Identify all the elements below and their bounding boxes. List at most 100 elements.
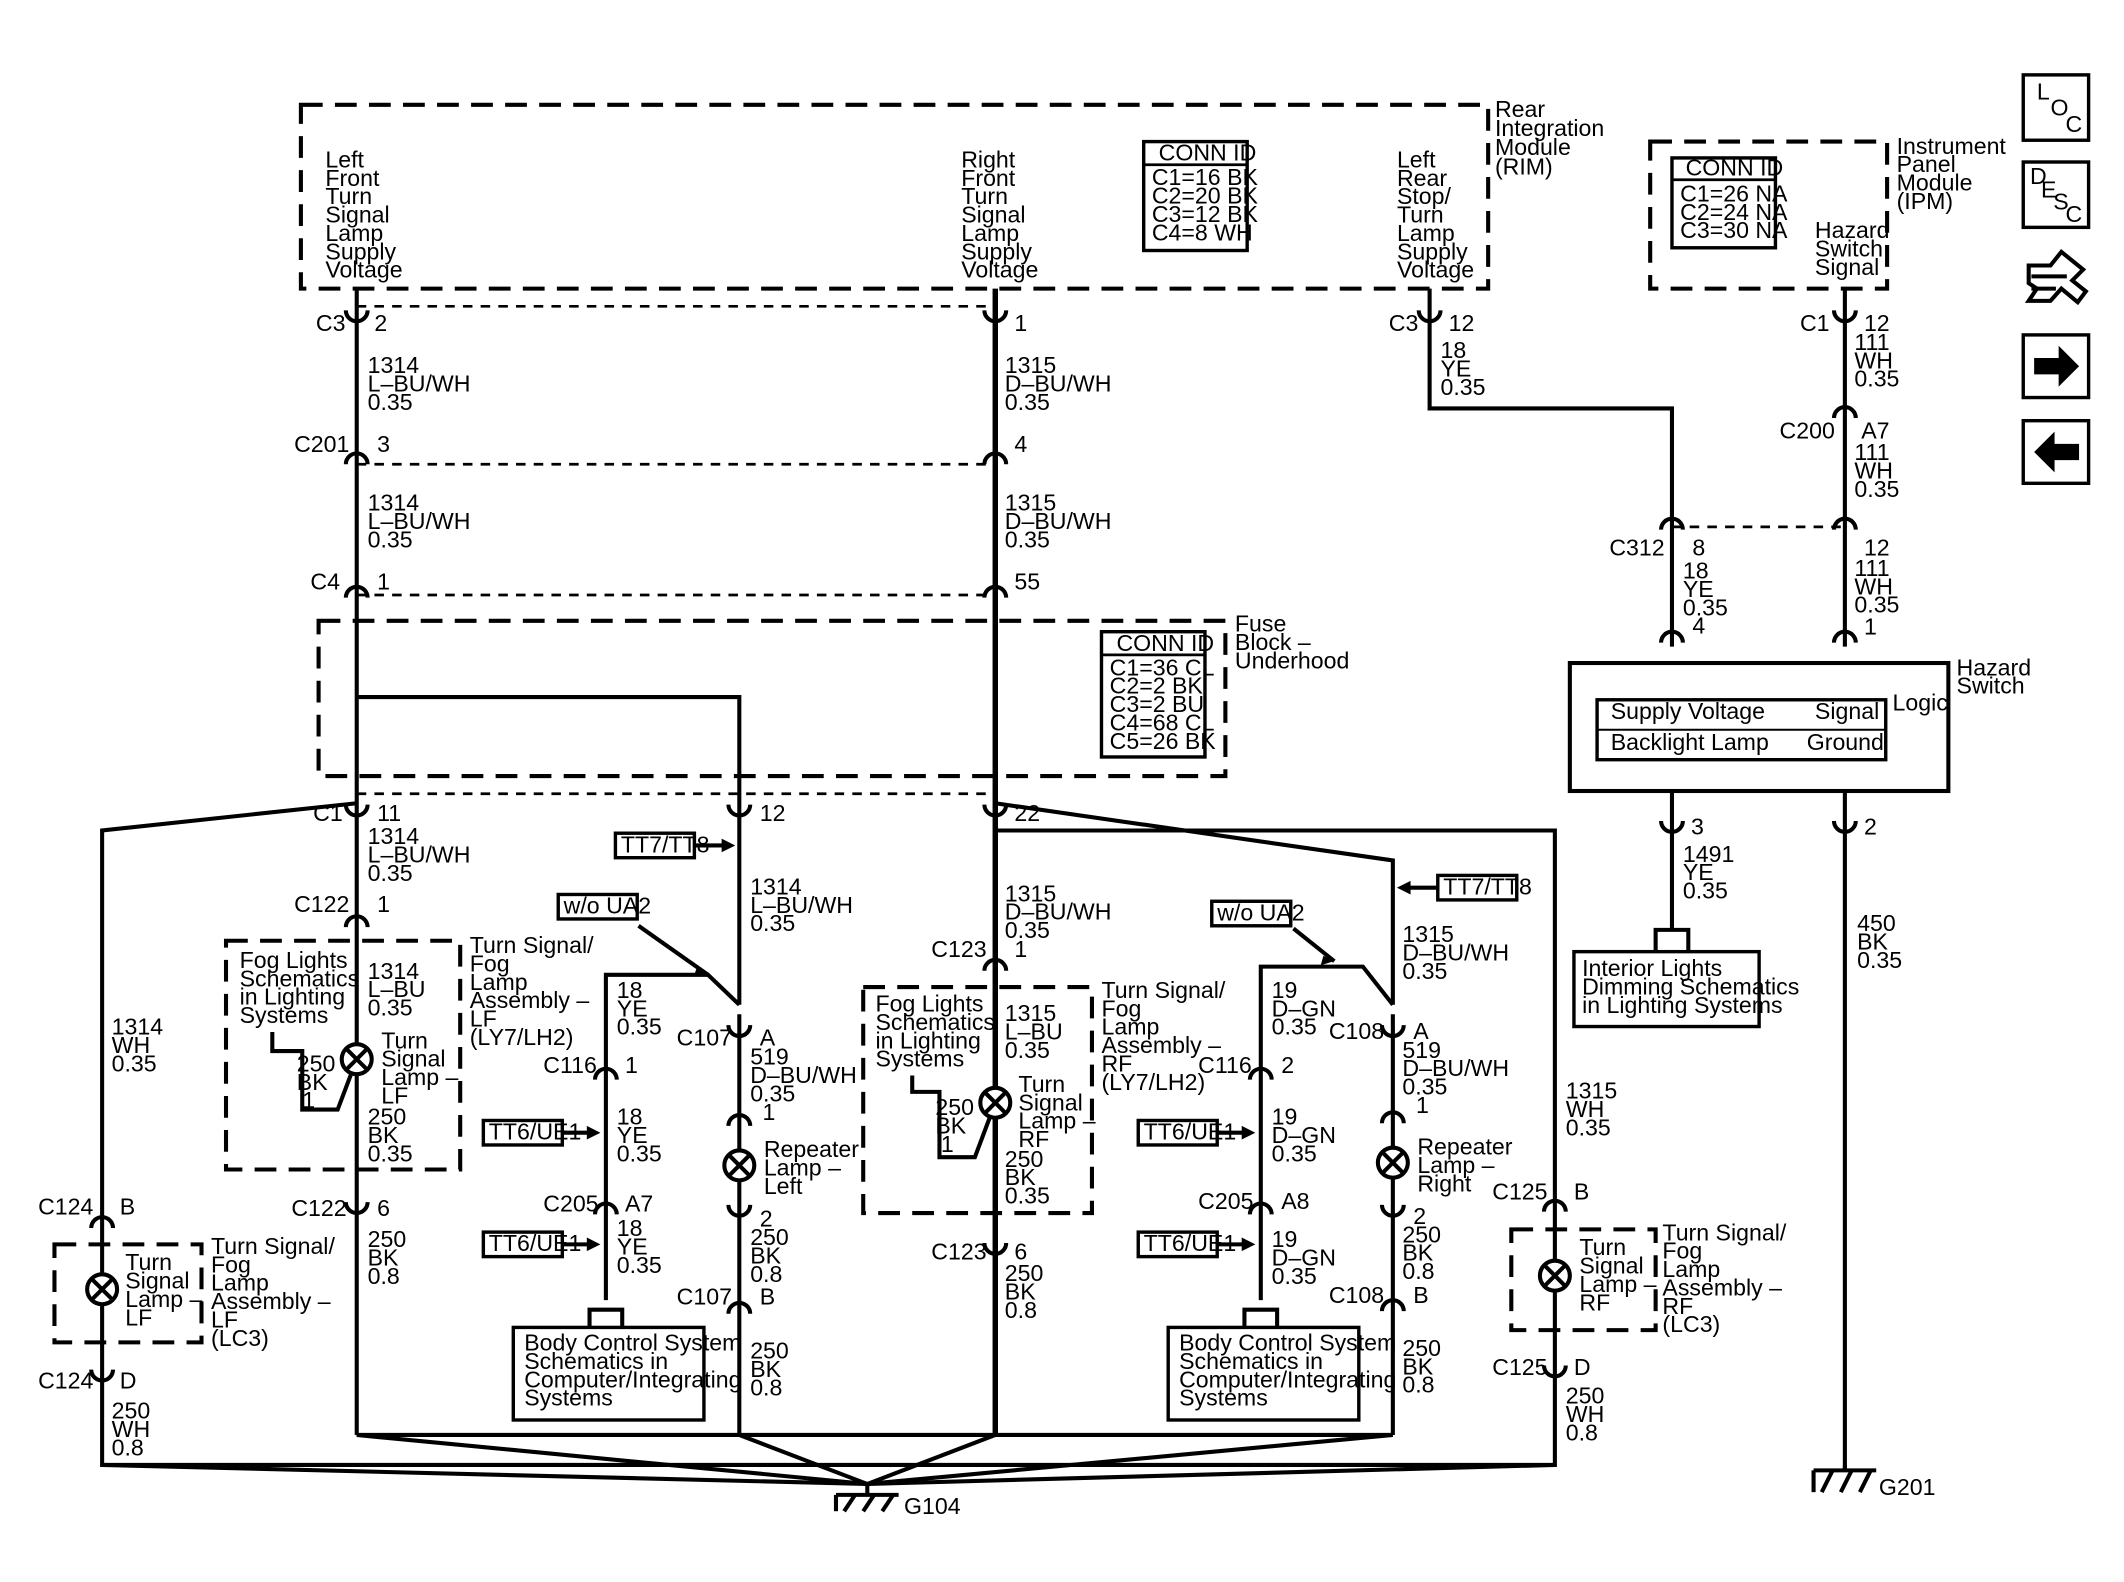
svg-text:w/o UA2: w/o UA2 xyxy=(563,893,651,919)
svg-text:C: C xyxy=(2065,111,2082,137)
svg-text:C107: C107 xyxy=(677,1283,732,1309)
svg-text:C116: C116 xyxy=(543,1052,597,1078)
svg-text:C108: C108 xyxy=(1329,1282,1384,1308)
svg-text:22: 22 xyxy=(1014,800,1040,826)
svg-text:1: 1 xyxy=(1014,936,1027,962)
svg-text:1: 1 xyxy=(377,569,390,595)
svg-text:G104: G104 xyxy=(904,1493,961,1519)
hazard-backlight: Backlight Lamp xyxy=(1611,729,1769,755)
svg-text:CONN ID: CONN ID xyxy=(1686,155,1784,181)
next-button[interactable] xyxy=(2021,333,2091,400)
svg-text:A: A xyxy=(760,1025,776,1051)
svg-text:C201: C201 xyxy=(294,431,349,457)
svg-text:C205: C205 xyxy=(1198,1188,1253,1214)
ground-g104: G104 xyxy=(833,1483,961,1519)
lc3-rf-lamp-icon xyxy=(1537,1258,1572,1293)
svg-text:B: B xyxy=(760,1283,775,1309)
wrench-button[interactable] xyxy=(2024,248,2089,306)
svg-text:L: L xyxy=(2037,78,2050,104)
prev-button[interactable] xyxy=(2021,418,2091,486)
ground-g201: G201 xyxy=(1811,1464,1936,1500)
svg-text:11: 11 xyxy=(377,800,401,826)
svg-text:TT7/TT8: TT7/TT8 xyxy=(1443,873,1532,899)
wrench-icon xyxy=(2024,248,2089,306)
svg-text:C1=26 NA C2=24 NA: C1=26 NA C2=24 NA C3=30 NA xyxy=(1680,180,1794,243)
svg-text:A7: A7 xyxy=(625,1191,653,1217)
svg-text:C124: C124 xyxy=(38,1193,93,1219)
svg-text:12: 12 xyxy=(1449,310,1475,336)
svg-text:2: 2 xyxy=(1281,1052,1294,1078)
svg-text:2: 2 xyxy=(1864,814,1877,840)
svg-text:C1: C1 xyxy=(313,800,343,826)
connector-spans xyxy=(356,304,1845,796)
svg-text:C123: C123 xyxy=(931,936,986,962)
svg-text:1: 1 xyxy=(625,1052,638,1078)
svg-text:C3: C3 xyxy=(316,310,346,336)
svg-text:C1=36 CL C2=2 BK: C1=36 CL C2=2 BK C3=2 BU C4=68 CL C5=26 … xyxy=(1110,654,1221,754)
ipm-signal-label: Hazard Switch Signal xyxy=(1815,217,1896,280)
option-tags: TT7/TT8 TT7/TT8 w/o UA2 w/o UA2 TT6/UE1 … xyxy=(481,831,1532,1259)
desc-button[interactable]: D E S C xyxy=(2021,160,2091,230)
svg-text:3: 3 xyxy=(377,431,390,457)
svg-text:19D–GN0.35: 19D–GN0.35 xyxy=(1272,1226,1336,1289)
tt6ue1-tag-4: TT6/UE1 xyxy=(1136,1230,1256,1259)
svg-text:55: 55 xyxy=(1014,569,1040,595)
svg-text:1: 1 xyxy=(377,891,390,917)
wires xyxy=(100,288,1847,1487)
svg-text:B: B xyxy=(120,1193,135,1219)
svg-text:CONN ID: CONN ID xyxy=(1159,140,1257,166)
arrow-right-icon xyxy=(2034,345,2080,387)
rf-lamp-icon xyxy=(978,1085,1013,1120)
svg-text:12: 12 xyxy=(1864,534,1890,560)
svg-text:C124: C124 xyxy=(38,1368,93,1394)
svg-text:B: B xyxy=(1413,1282,1428,1308)
svg-text:C107: C107 xyxy=(677,1025,732,1051)
svg-text:E: E xyxy=(2041,176,2056,202)
loc-button[interactable]: L O C xyxy=(2021,73,2091,142)
svg-text:8: 8 xyxy=(1692,534,1705,560)
connector-labels: C3 2 1 C3 12 C1 12 C201 3 4 C200 A7 C312… xyxy=(38,310,1890,1394)
svg-text:C116: C116 xyxy=(1198,1052,1252,1078)
svg-text:4: 4 xyxy=(1014,431,1027,457)
svg-text:19D–GN0.35: 19D–GN0.35 xyxy=(1272,977,1336,1040)
rim-conn-id: CONN ID C1=16 BK C2=20 BK C3=12 BK C4=8 … xyxy=(1141,140,1259,253)
svg-text:D: D xyxy=(120,1368,137,1394)
repeater-left-icon xyxy=(722,1148,757,1183)
ipm-module: Instrument Panel Module (IPM) CONN ID C1… xyxy=(1648,133,2006,291)
svg-text:C123: C123 xyxy=(931,1238,986,1264)
